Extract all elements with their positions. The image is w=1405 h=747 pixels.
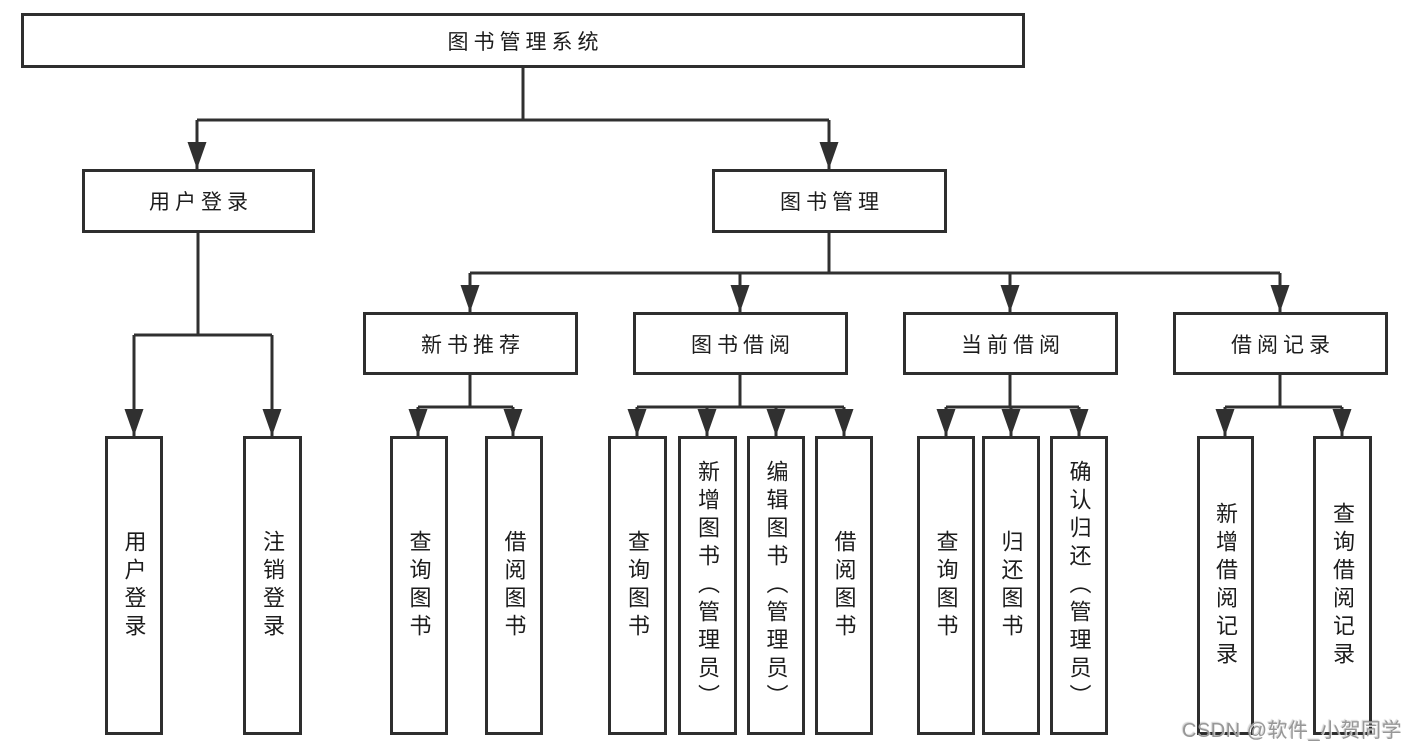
node-book-borrow: 图书借阅 [633, 312, 848, 375]
node-label: 归还图书 [998, 529, 1024, 642]
leaf-current-confirm-admin: 确认归还（管理员） [1050, 436, 1108, 735]
node-label: 确认归还（管理员） [1066, 459, 1092, 712]
node-library-system: 图书管理系统 [21, 13, 1025, 68]
node-book-management: 图书管理 [712, 169, 947, 233]
leaf-logout: 注销登录 [243, 436, 302, 735]
csdn-watermark: CSDN @软件_小贺同学 [1182, 720, 1403, 742]
node-new-book-recommend: 新书推荐 [363, 312, 578, 375]
leaf-records-query: 查询借阅记录 [1313, 436, 1372, 735]
leaf-borrow-add-admin: 新增图书（管理员） [678, 436, 737, 735]
node-borrow-records: 借阅记录 [1173, 312, 1388, 375]
leaf-current-query: 查询图书 [917, 436, 975, 735]
node-current-borrow: 当前借阅 [903, 312, 1118, 375]
node-label: 新增图书（管理员） [695, 459, 721, 712]
node-label: 借阅图书 [831, 529, 857, 642]
node-label: 用户登录 [149, 191, 253, 214]
node-label: 查询图书 [406, 529, 432, 642]
node-label: 注销登录 [260, 529, 286, 642]
leaf-user-login: 用户登录 [105, 436, 163, 735]
node-label: 用户登录 [121, 529, 147, 642]
node-user-login: 用户登录 [82, 169, 315, 233]
leaf-new-books-query: 查询图书 [390, 436, 448, 735]
node-label: 当前借阅 [961, 333, 1065, 357]
node-label: 新增借阅记录 [1213, 501, 1239, 670]
leaf-borrow-edit-admin: 编辑图书（管理员） [747, 436, 805, 735]
leaf-borrow-borrow: 借阅图书 [815, 436, 873, 735]
leaf-new-books-borrow: 借阅图书 [485, 436, 543, 735]
arrowheads [124, 142, 1352, 436]
node-label: 借阅记录 [1231, 333, 1335, 357]
node-label: 编辑图书（管理员） [763, 459, 789, 712]
node-label: 查询图书 [933, 529, 959, 642]
node-label: 查询借阅记录 [1330, 501, 1356, 670]
node-label: 查询图书 [625, 529, 651, 642]
connector-lines [132, 68, 1344, 436]
leaf-records-add: 新增借阅记录 [1197, 436, 1254, 735]
node-label: 图书管理 [780, 191, 884, 214]
node-label: 新书推荐 [421, 333, 525, 357]
node-label: 图书管理系统 [447, 30, 604, 54]
node-label: 图书借阅 [691, 333, 795, 357]
node-label: 借阅图书 [501, 529, 527, 642]
leaf-borrow-query: 查询图书 [608, 436, 667, 735]
leaf-current-return: 归还图书 [982, 436, 1040, 735]
